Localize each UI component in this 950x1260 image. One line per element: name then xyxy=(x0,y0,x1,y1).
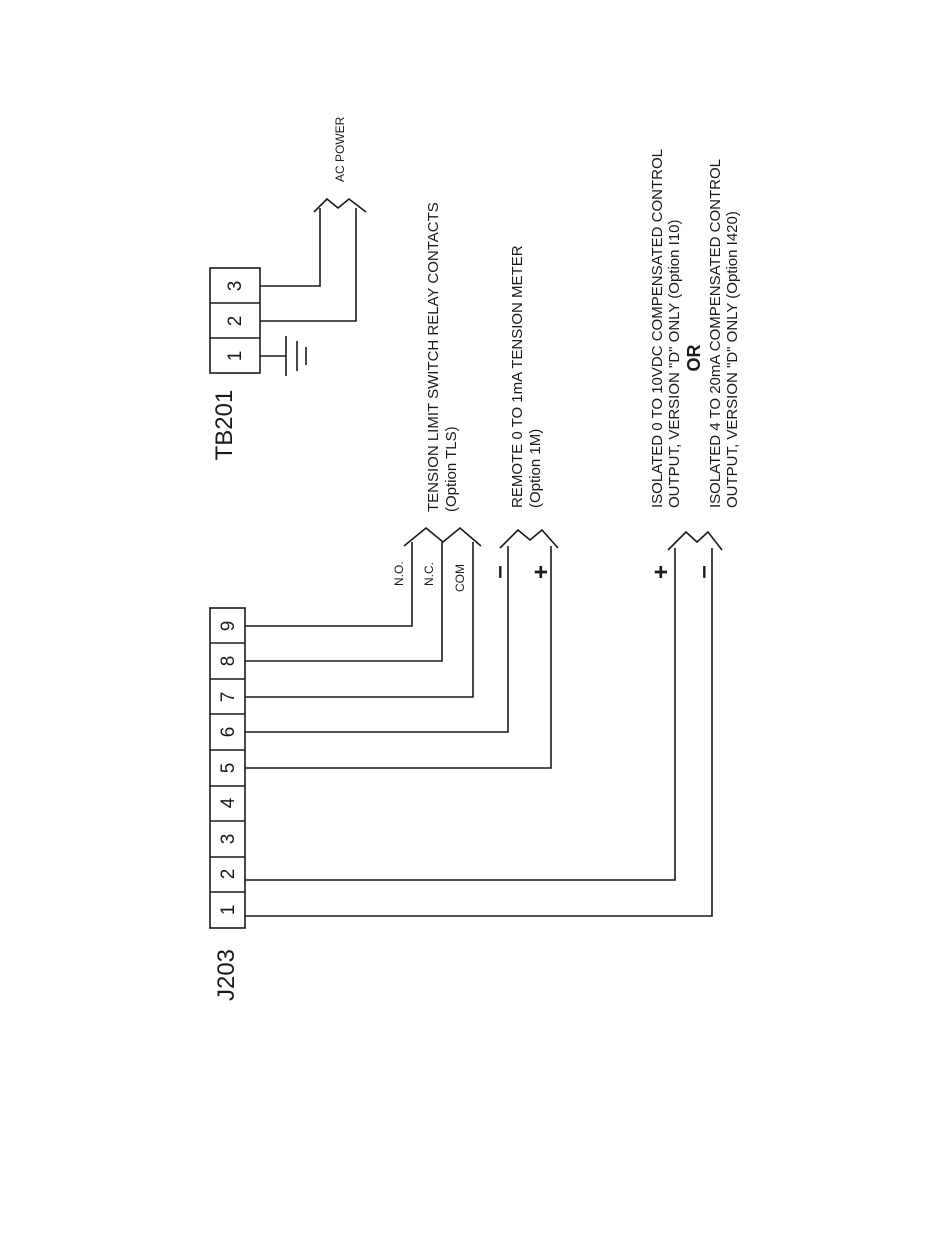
tb201-label: TB201 xyxy=(211,390,238,461)
j203-body xyxy=(209,607,246,929)
tb201-terminal-2: 2 xyxy=(225,316,246,327)
j203-label: J203 xyxy=(213,949,240,1001)
relay-wiring: N.O. N.C. COM TENSION LIMIT SWITCH RELAY… xyxy=(245,202,482,698)
j203-terminal-6: 6 xyxy=(218,727,239,738)
relay-pin-com-label: COM xyxy=(453,564,467,592)
j203-terminal-4: 4 xyxy=(218,797,239,808)
j203-connector: 9 8 7 6 5 4 3 2 1 J203 xyxy=(209,607,246,1001)
isolated-a-line1: ISOLATED 0 TO 10VDC COMPENSATED CONTROL xyxy=(649,149,666,508)
ground-icon xyxy=(260,336,307,376)
tb201-body xyxy=(209,267,261,374)
meter-plus-sign: + xyxy=(528,565,555,579)
ac-power-connector-bracket xyxy=(313,197,367,213)
isolated-plus-sign: + xyxy=(648,565,675,579)
meter-connector-bracket xyxy=(499,528,559,549)
tb201-terminal-block: 3 2 1 TB201 xyxy=(209,267,261,461)
isolated-b-line2: OUTPUT, VERSION "D" ONLY (Option I420) xyxy=(724,211,741,508)
j203-terminal-3: 3 xyxy=(218,834,239,845)
isolated-b-line1: ISOLATED 4 TO 20mA COMPENSATED CONTROL xyxy=(707,159,724,508)
j203-terminal-5: 5 xyxy=(218,763,239,774)
meter-description-line2: (Option 1M) xyxy=(527,429,544,508)
j203-terminal-2: 2 xyxy=(218,869,239,880)
j203-terminal-9: 9 xyxy=(218,621,239,632)
relay-description-line1: TENSION LIMIT SWITCH RELAY CONTACTS xyxy=(425,202,442,512)
isolated-connector-bracket xyxy=(667,530,723,551)
meter-description-line1: REMOTE 0 TO 1mA TENSION METER xyxy=(509,245,526,508)
isolated-a-line2: OUTPUT, VERSION "D" ONLY (Option I10) xyxy=(666,219,683,508)
j203-terminal-1: 1 xyxy=(218,905,239,916)
relay-description-line2: (Option TLS) xyxy=(443,426,460,512)
j203-terminal-7: 7 xyxy=(218,692,239,703)
isolated-output-wiring: + – ISOLATED 0 TO 10VDC COMPENSATED CONT… xyxy=(245,149,741,917)
ac-power-wiring: AC POWER xyxy=(260,116,367,322)
ac-power-label: AC POWER xyxy=(333,116,347,182)
or-label: OR xyxy=(684,344,704,371)
j203-terminal-8: 8 xyxy=(218,656,239,667)
relay-pin-nc-label: N.C. xyxy=(422,562,436,586)
tb201-terminal-3: 3 xyxy=(225,281,246,292)
relay-connector-bracket xyxy=(403,526,482,547)
tb201-terminal-1: 1 xyxy=(225,351,246,362)
meter-minus-sign: – xyxy=(486,565,513,578)
meter-wiring: – + REMOTE 0 TO 1mA TENSION METER (Optio… xyxy=(245,245,559,769)
isolated-minus-sign: – xyxy=(690,565,717,578)
relay-pin-no-label: N.O. xyxy=(392,561,406,586)
